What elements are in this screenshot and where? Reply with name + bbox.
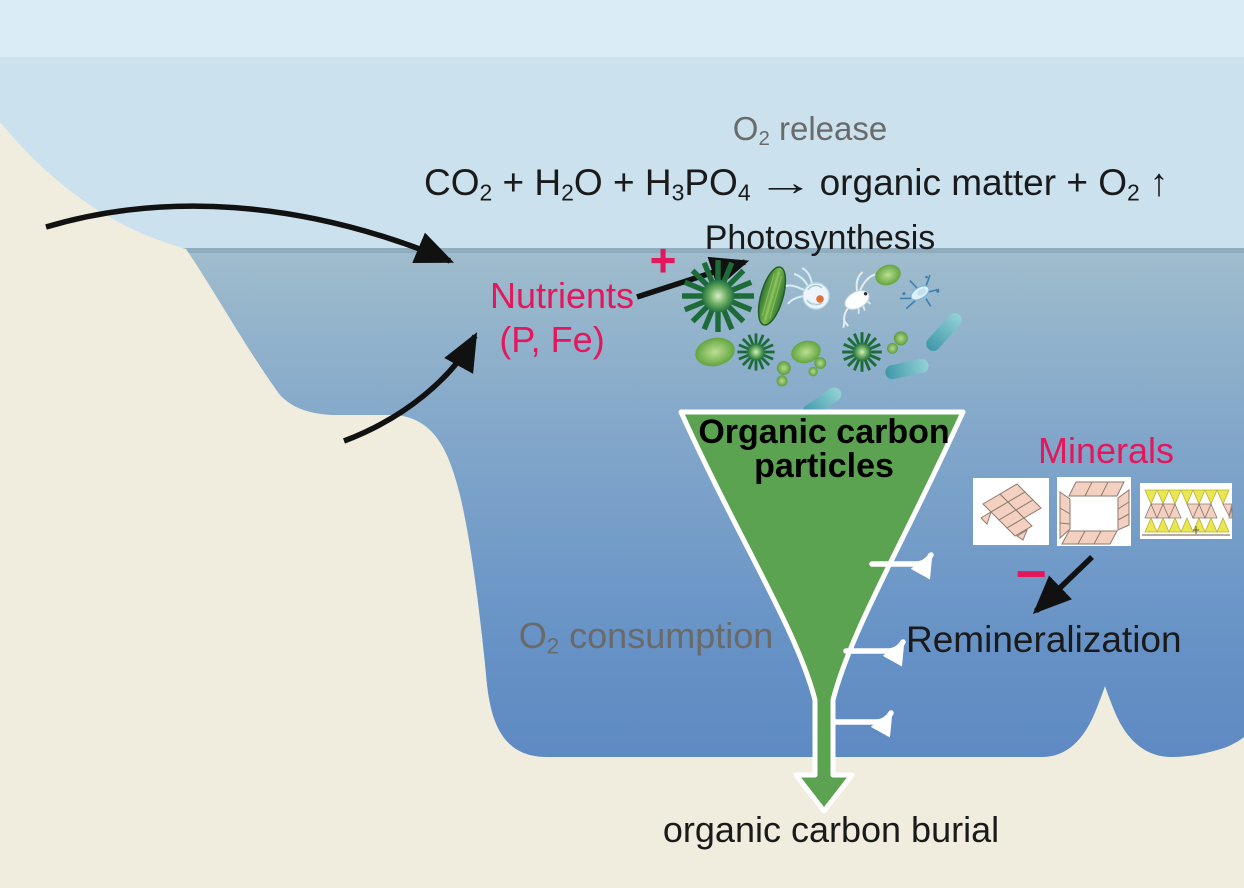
minerals-label: Minerals [1037, 430, 1175, 471]
funnel-export-arrows [831, 552, 934, 738]
crustacean-larva-icon [899, 274, 940, 310]
pennate-diatom-icon [757, 266, 787, 326]
runoff-arrow-lower [343, 332, 478, 444]
sunburst-diatom-icon [682, 260, 754, 332]
positive-effect-sign: + [649, 234, 677, 286]
export-arrow-2 [843, 639, 906, 667]
sky [0, 57, 1244, 250]
green-algae-oval-icon [791, 340, 821, 364]
mineral-box-parallelogram-chain [973, 478, 1049, 545]
photosynthesis-equation: CO2 + H2O + H3PO4→organic matter + O2↑ [424, 160, 1169, 206]
remineralization-label: Remineralization [906, 619, 1182, 660]
green-algae-oval-icon [695, 337, 735, 367]
organic-carbon-burial-label: organic carbon burial [662, 809, 1000, 850]
mineral-box-square-frame [1057, 477, 1131, 546]
mineral-box-triangle-bands [1140, 483, 1233, 539]
minerals-to-remineralization-arrow [1032, 555, 1094, 615]
o2-consumption-label: O2 consumption [518, 615, 774, 659]
nutrients-label: Nutrients [489, 275, 635, 316]
funnel-label-line1: Organic carbon [698, 413, 950, 451]
ocean-surface-line [180, 248, 1244, 253]
photosynthesis-label: Photosynthesis [704, 219, 936, 257]
land-and-seafloor [0, 122, 1244, 888]
sunburst-diatom-icon [736, 332, 776, 372]
export-arrow-1 [869, 552, 934, 580]
bacteria-rod-icon [885, 358, 929, 380]
funnel-label-line2: particles [754, 447, 894, 485]
o2-release-label: O2 release [732, 110, 888, 151]
sky-upper-band [0, 0, 1244, 57]
jellyfish-larva-icon [785, 267, 830, 310]
organic-carbon-funnel [678, 409, 966, 814]
copepod-icon [842, 271, 876, 328]
negative-effect-sign: − [1015, 544, 1047, 604]
bacteria-rod-icon [926, 313, 962, 351]
nutrients-elements-label: (P, Fe) [499, 319, 605, 360]
sunburst-diatom-icon [840, 330, 884, 374]
runoff-arrow-upper [45, 203, 455, 264]
export-arrow-3 [831, 710, 894, 738]
green-algae-oval-icon [875, 264, 901, 286]
